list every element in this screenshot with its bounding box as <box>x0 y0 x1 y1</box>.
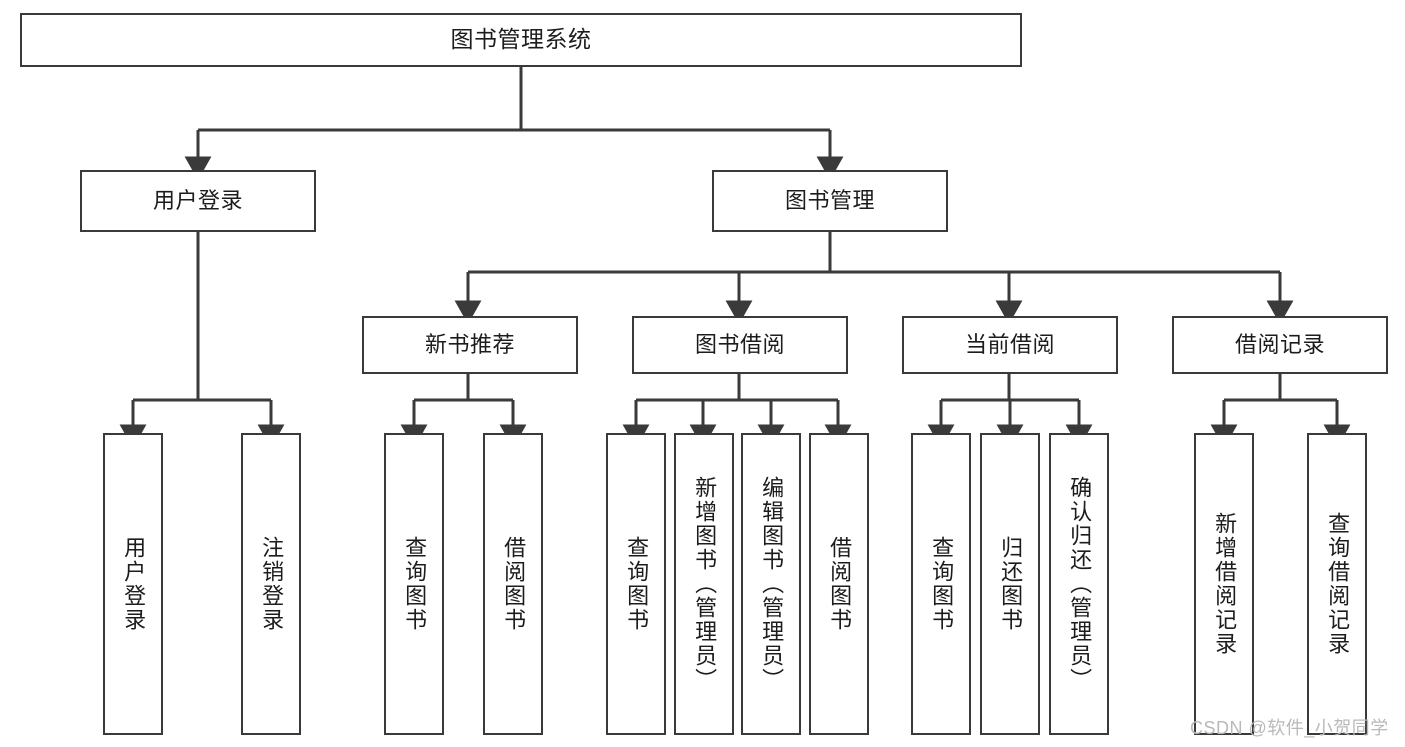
node-label: 借阅图书 <box>501 536 527 632</box>
leaf-book-borrow-query[interactable]: 查询图书 <box>606 433 666 735</box>
node-book-borrow[interactable]: 图书借阅 <box>632 316 848 374</box>
node-borrow-record[interactable]: 借阅记录 <box>1172 316 1388 374</box>
node-label: 图书管理系统 <box>450 26 592 53</box>
leaf-current-borrow-query[interactable]: 查询图书 <box>911 433 971 735</box>
leaf-book-borrow-borrow[interactable]: 借阅图书 <box>809 433 869 735</box>
node-label: 归还图书 <box>998 536 1024 632</box>
node-book-management[interactable]: 图书管理 <box>712 170 948 232</box>
csdn-watermark: CSDN @软件_小贺同学 <box>1190 718 1389 738</box>
node-label: 用户登录 <box>121 536 147 632</box>
node-user-login[interactable]: 用户登录 <box>80 170 316 232</box>
node-label: 借阅图书 <box>827 536 853 632</box>
leaf-borrow-record-add[interactable]: 新增借阅记录 <box>1194 433 1254 735</box>
node-label: 用户登录 <box>152 188 243 214</box>
node-root-system[interactable]: 图书管理系统 <box>20 13 1022 67</box>
node-label: 新书推荐 <box>424 332 515 358</box>
node-current-borrow[interactable]: 当前借阅 <box>902 316 1118 374</box>
node-label: 当前借阅 <box>964 332 1055 358</box>
node-label: 查询图书 <box>624 536 650 632</box>
node-label: 确认归还（管理员） <box>1067 476 1093 692</box>
leaf-new-book-borrow[interactable]: 借阅图书 <box>483 433 543 735</box>
leaf-new-book-query[interactable]: 查询图书 <box>384 433 444 735</box>
leaf-current-borrow-confirm-admin[interactable]: 确认归还（管理员） <box>1049 433 1109 735</box>
node-label: 查询图书 <box>929 536 955 632</box>
node-label: 查询图书 <box>402 536 428 632</box>
node-label: 图书借阅 <box>694 332 785 358</box>
node-label: 新增图书（管理员） <box>692 476 718 692</box>
node-label: 图书管理 <box>784 188 875 214</box>
leaf-user-login-logout[interactable]: 注销登录 <box>241 433 301 735</box>
leaf-current-borrow-return[interactable]: 归还图书 <box>980 433 1040 735</box>
node-label: 新增借阅记录 <box>1212 512 1238 656</box>
node-new-book-recommend[interactable]: 新书推荐 <box>362 316 578 374</box>
node-label: 查询借阅记录 <box>1325 512 1351 656</box>
leaf-book-borrow-edit-admin[interactable]: 编辑图书（管理员） <box>741 433 801 735</box>
leaf-book-borrow-add-admin[interactable]: 新增图书（管理员） <box>674 433 734 735</box>
node-label: 编辑图书（管理员） <box>759 476 785 692</box>
leaf-user-login-login[interactable]: 用户登录 <box>103 433 163 735</box>
node-label: 注销登录 <box>259 536 285 632</box>
leaf-borrow-record-query[interactable]: 查询借阅记录 <box>1307 433 1367 735</box>
node-label: 借阅记录 <box>1234 332 1325 358</box>
